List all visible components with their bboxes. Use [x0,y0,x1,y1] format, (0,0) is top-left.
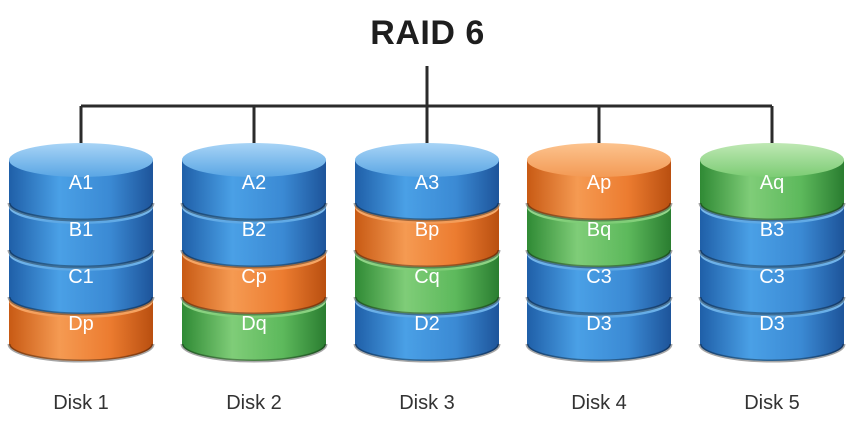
block-label: Ap [587,172,611,194]
block-top [182,143,326,177]
block-label: B3 [760,219,784,241]
disk-block: A2 [180,143,328,222]
disk-stack: Dq Cp B2 A2 [180,143,328,363]
block-body [700,254,844,314]
block-body [355,301,499,361]
block-body [182,207,326,267]
block-groove [7,296,155,316]
block-groove [698,202,846,222]
block-groove [180,343,328,363]
block-label: A2 [242,172,266,194]
block-body [9,301,153,361]
disk-block: A1 [7,143,155,222]
block-label: C3 [759,266,785,288]
block-body [355,254,499,314]
disk-stack: D3 C3 B3 Aq [698,143,846,363]
block-label: D2 [414,313,440,335]
block-body [527,301,671,361]
block-body [700,160,844,220]
block-groove [180,296,328,316]
block-body [527,207,671,267]
block-groove [7,343,155,363]
disk-label: Disk 1 [53,392,109,414]
block-groove [353,249,501,269]
block-top [527,143,671,177]
block-label: Cq [414,266,440,288]
block-label: A3 [415,172,439,194]
block-label: Cp [241,266,267,288]
block-groove [180,202,328,222]
block-body [182,160,326,220]
block-groove [698,249,846,269]
block-body [9,207,153,267]
block-groove [7,249,155,269]
block-label: B1 [69,219,93,241]
block-groove [7,202,155,222]
block-body [355,207,499,267]
block-top [355,143,499,177]
disk-block: Aq [698,143,846,222]
disk-label: Disk 2 [226,392,282,414]
block-body [700,301,844,361]
block-groove [525,296,673,316]
block-body [9,254,153,314]
block-label: Dq [241,313,267,335]
block-body [700,207,844,267]
disk-stack: D3 C3 Bq Ap [525,143,673,363]
block-body [527,160,671,220]
block-groove [698,343,846,363]
block-groove [353,343,501,363]
block-label: C3 [586,266,612,288]
block-groove [353,202,501,222]
block-body [182,301,326,361]
block-label: Bq [587,219,611,241]
block-body [9,160,153,220]
disk-block: A3 [353,143,501,222]
disk-stack: D2 Cq Bp A3 [353,143,501,363]
disk-label: Disk 5 [744,392,800,414]
block-label: Dp [68,313,94,335]
block-groove [525,249,673,269]
disk-label: Disk 4 [571,392,627,414]
block-label: D3 [586,313,612,335]
disk-block: Ap [525,143,673,222]
diagram-title: RAID 6 [370,14,485,52]
block-label: A1 [69,172,93,194]
disk-stack: Dp C1 B1 A1 [7,143,155,363]
block-body [182,254,326,314]
block-label: Bp [415,219,439,241]
block-label: C1 [68,266,94,288]
block-label: B2 [242,219,266,241]
block-groove [525,343,673,363]
block-top [700,143,844,177]
block-groove [525,202,673,222]
block-label: D3 [759,313,785,335]
block-top [9,143,153,177]
block-label: Aq [760,172,784,194]
block-groove [180,249,328,269]
disk-label: Disk 3 [399,392,455,414]
block-body [527,254,671,314]
block-groove [698,296,846,316]
block-body [355,160,499,220]
block-groove [353,296,501,316]
